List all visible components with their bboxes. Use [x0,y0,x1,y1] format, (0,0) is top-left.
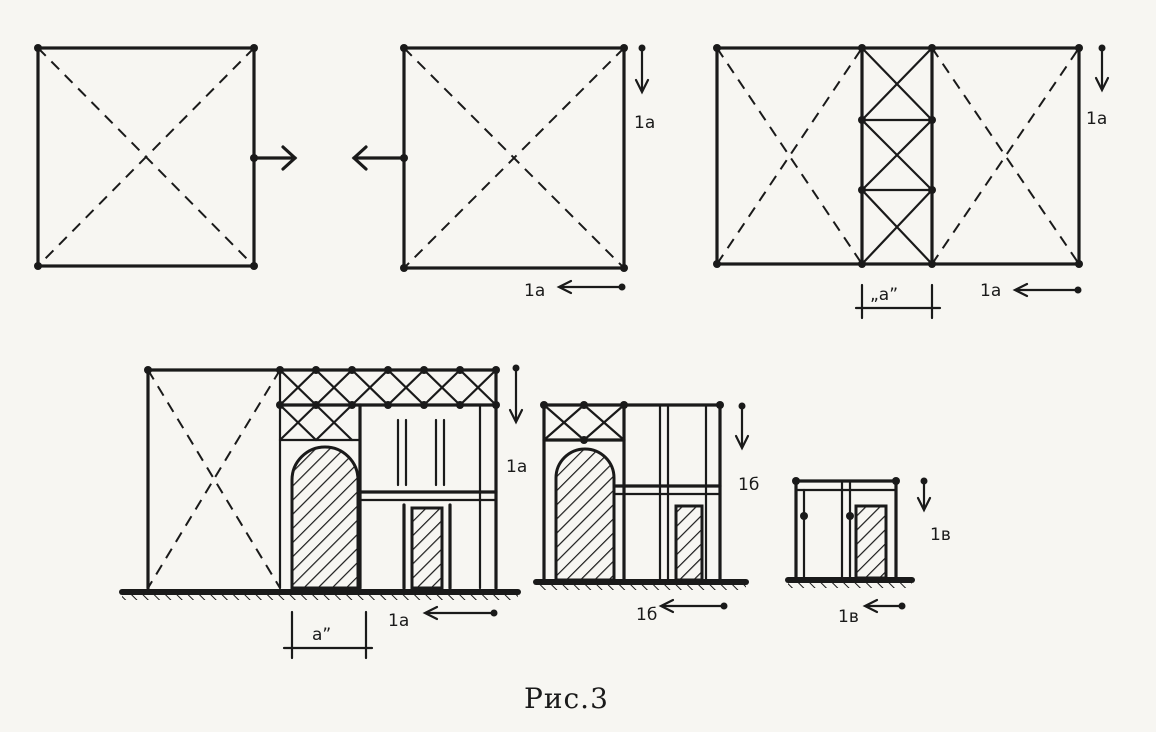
level-arrow-down-icon [508,364,524,425]
span-label: 1в [838,607,859,627]
ground-line [119,589,521,600]
ground-line [785,577,915,588]
plan-square-3: 1а „а” 1а [713,44,1110,320]
arrow-left-icon [351,145,406,171]
span-arrow-left-icon [658,598,728,614]
level-label: 1б [738,475,759,495]
arrow-right-icon [252,145,298,171]
plan-square-1 [34,44,298,270]
span-arrow-left-icon [556,279,626,295]
span-label: 1а [388,611,409,631]
span-label: 1а [524,281,545,301]
level-label: 1а [506,457,527,477]
level-arrow-down-icon [634,44,650,95]
elevation-1b: 1б 1б [533,401,759,625]
plan-square-2: 1а 1а [351,44,655,301]
level-arrow-down-icon [916,477,932,513]
module-dimension [854,283,942,320]
level-label: 1а [1086,109,1107,129]
level-label: 1в [930,525,951,545]
module-dimension [282,610,374,660]
level-label: 1а [634,113,655,133]
truss-band [278,368,498,442]
span-label: 1а [980,281,1001,301]
module-label: а” [312,625,331,645]
level-arrow-down-icon [734,402,750,451]
elevation-1a: 1а а” 1а [119,364,527,660]
truss-band [542,403,626,442]
span-arrow-left-icon [422,605,498,621]
span-arrow-left-icon [862,598,906,614]
span-label: 1б [636,605,657,625]
figure-caption: Рис.3 [524,682,609,715]
span-arrow-left-icon [1012,282,1082,298]
elevation-1v: 1в 1в [785,477,951,627]
module-label: „а” [870,285,898,305]
ground-line [533,579,749,590]
level-arrow-down-icon [1094,44,1110,93]
